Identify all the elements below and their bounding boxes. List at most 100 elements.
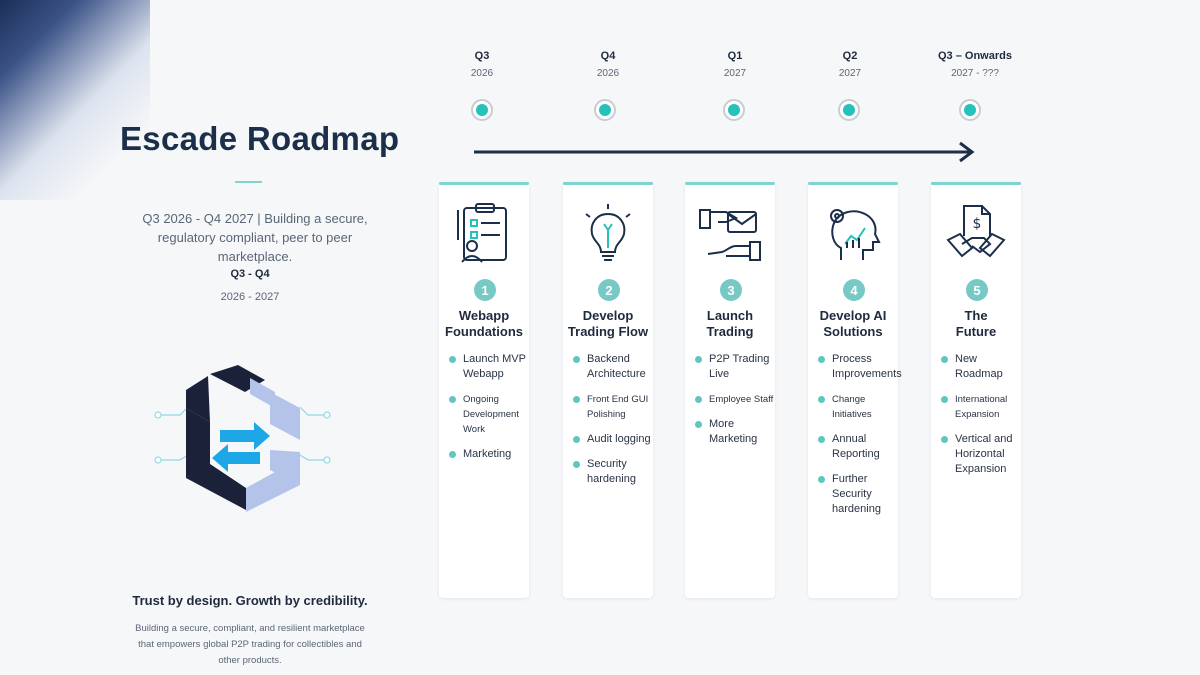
milestone-3: Q1 2027: [675, 50, 795, 79]
period-label: Q3 - Q4: [230, 268, 270, 280]
list-item: Annual Reporting: [818, 432, 900, 462]
phase-number: 1: [474, 279, 496, 301]
page-subtitle: Q3 2026 - Q4 2027 | Building a secure, r…: [142, 211, 368, 264]
check-icon: [449, 356, 456, 363]
corner-gradient: [0, 0, 150, 200]
phase-title-line-2: Solutions: [823, 324, 883, 339]
milestone-year: 2027 - ???: [951, 68, 999, 79]
phase-card-3: 3 Launch Trading P2P Trading Live Employ…: [685, 182, 775, 598]
check-icon: [941, 396, 948, 403]
phase-title: Launch Trading: [679, 308, 781, 340]
lightbulb-icon: [585, 204, 631, 261]
phase-card-accent: [931, 182, 1021, 185]
phase-items: Launch MVP Webapp Ongoing Development Wo…: [449, 352, 531, 472]
milestone-quarter: Q3 – Onwards: [938, 50, 1012, 62]
list-item: International Expansion: [941, 392, 1023, 422]
check-icon: [818, 396, 825, 403]
title-divider: [235, 181, 262, 183]
list-item: Front End GUI Polishing: [573, 392, 655, 422]
phase-card-accent: [685, 182, 775, 185]
list-item: Change Initiatives: [818, 392, 900, 422]
hand-envelope-icon: [699, 209, 761, 261]
period-years: 2026 - 2027: [220, 291, 280, 303]
phase-card-1: 1 Webapp Foundations Launch MVP Webapp O…: [439, 182, 529, 598]
check-icon: [818, 436, 825, 443]
milestone-year: 2026: [470, 68, 494, 79]
milestone-year: 2026: [596, 68, 620, 79]
check-icon: [449, 451, 456, 458]
phase-title-line-1: The: [964, 308, 988, 323]
list-item: Further Security hardening: [818, 472, 900, 517]
phase-title-line-1: Launch: [706, 308, 754, 323]
phase-card-2: 2 Develop Trading Flow Backend Architect…: [563, 182, 653, 598]
phase-title-line-2: Foundations: [445, 324, 523, 339]
phase-title-line-1: Develop: [582, 308, 634, 323]
list-item: Process Improvements: [818, 352, 902, 382]
escade-logo: [154, 365, 331, 512]
phase-number: 4: [843, 279, 865, 301]
phase-number: 3: [720, 279, 742, 301]
phase-title: Develop Trading Flow: [557, 308, 659, 340]
check-icon: [573, 396, 580, 403]
milestone-year: 2027: [838, 68, 862, 79]
phase-card-5: $ 5 The Future New Roadmap International…: [931, 182, 1021, 598]
phase-card-accent: [808, 182, 898, 185]
milestone-quarter: Q1: [727, 50, 743, 62]
phase-items: P2P Trading Live Employee Staff More Mar…: [695, 352, 777, 457]
page-title: Escade Roadmap: [120, 120, 400, 157]
check-icon: [573, 356, 580, 363]
milestone-dot: [838, 99, 860, 121]
phase-title: Webapp Foundations: [433, 308, 535, 340]
check-icon: [941, 356, 948, 363]
list-item: Ongoing Development Work: [449, 392, 531, 437]
milestone-year: 2027: [723, 68, 747, 79]
phase-card-4: 4 Develop AI Solutions Process Improveme…: [808, 182, 902, 598]
list-item: Vertical and Horizontal Expansion: [941, 432, 1023, 477]
head-gear-chart-icon: [830, 209, 881, 260]
phase-items: Backend Architecture Front End GUI Polis…: [573, 352, 655, 497]
phase-title-line-1: Develop AI: [819, 308, 887, 323]
milestone-quarter: Q4: [600, 50, 616, 62]
clipboard-person-icon: [457, 203, 507, 263]
list-item: Launch MVP Webapp: [449, 352, 531, 382]
phase-title-line-2: Trading Flow: [567, 324, 649, 339]
svg-text:$: $: [973, 216, 982, 232]
list-item: Backend Architecture: [573, 352, 655, 382]
milestone-4: Q2 2027: [790, 50, 910, 79]
check-icon: [695, 421, 702, 428]
check-icon: [695, 356, 702, 363]
milestone-dot: [471, 99, 493, 121]
list-item: Employee Staff: [695, 392, 777, 407]
list-item: New Roadmap: [941, 352, 1023, 382]
milestone-quarter: Q2: [842, 50, 858, 62]
milestone-2: Q4 2026: [548, 50, 668, 79]
phase-title-line-2: Future: [955, 324, 997, 339]
milestone-5: Q3 – Onwards 2027 - ???: [915, 50, 1035, 79]
milestone-quarter: Q3: [474, 50, 490, 62]
phase-number: 5: [966, 279, 988, 301]
phase-items: Process Improvements Change Initiatives …: [818, 352, 902, 527]
phase-number: 2: [598, 279, 620, 301]
handshake-document-icon: $: [946, 205, 1006, 258]
tagline: Trust by design. Growth by credibility.: [132, 593, 368, 608]
phase-title-line-1: Webapp: [458, 308, 510, 323]
milestone-dot: [594, 99, 616, 121]
milestone-dot: [723, 99, 745, 121]
phase-items: New Roadmap International Expansion Vert…: [941, 352, 1023, 487]
phase-card-accent: [563, 182, 653, 185]
check-icon: [818, 356, 825, 363]
list-item: Marketing: [449, 447, 531, 462]
phase-title: The Future: [925, 308, 1027, 340]
check-icon: [818, 476, 825, 483]
tagline-description: Building a secure, compliant, and resili…: [135, 623, 365, 666]
check-icon: [573, 436, 580, 443]
phase-title-line-2: Trading: [706, 324, 754, 339]
milestone-dot: [959, 99, 981, 121]
milestone-1: Q3 2026: [422, 50, 542, 79]
check-icon: [941, 436, 948, 443]
check-icon: [573, 461, 580, 468]
check-icon: [695, 396, 702, 403]
list-item: Security hardening: [573, 457, 655, 487]
list-item: More Marketing: [695, 417, 777, 447]
list-item: P2P Trading Live: [695, 352, 777, 382]
